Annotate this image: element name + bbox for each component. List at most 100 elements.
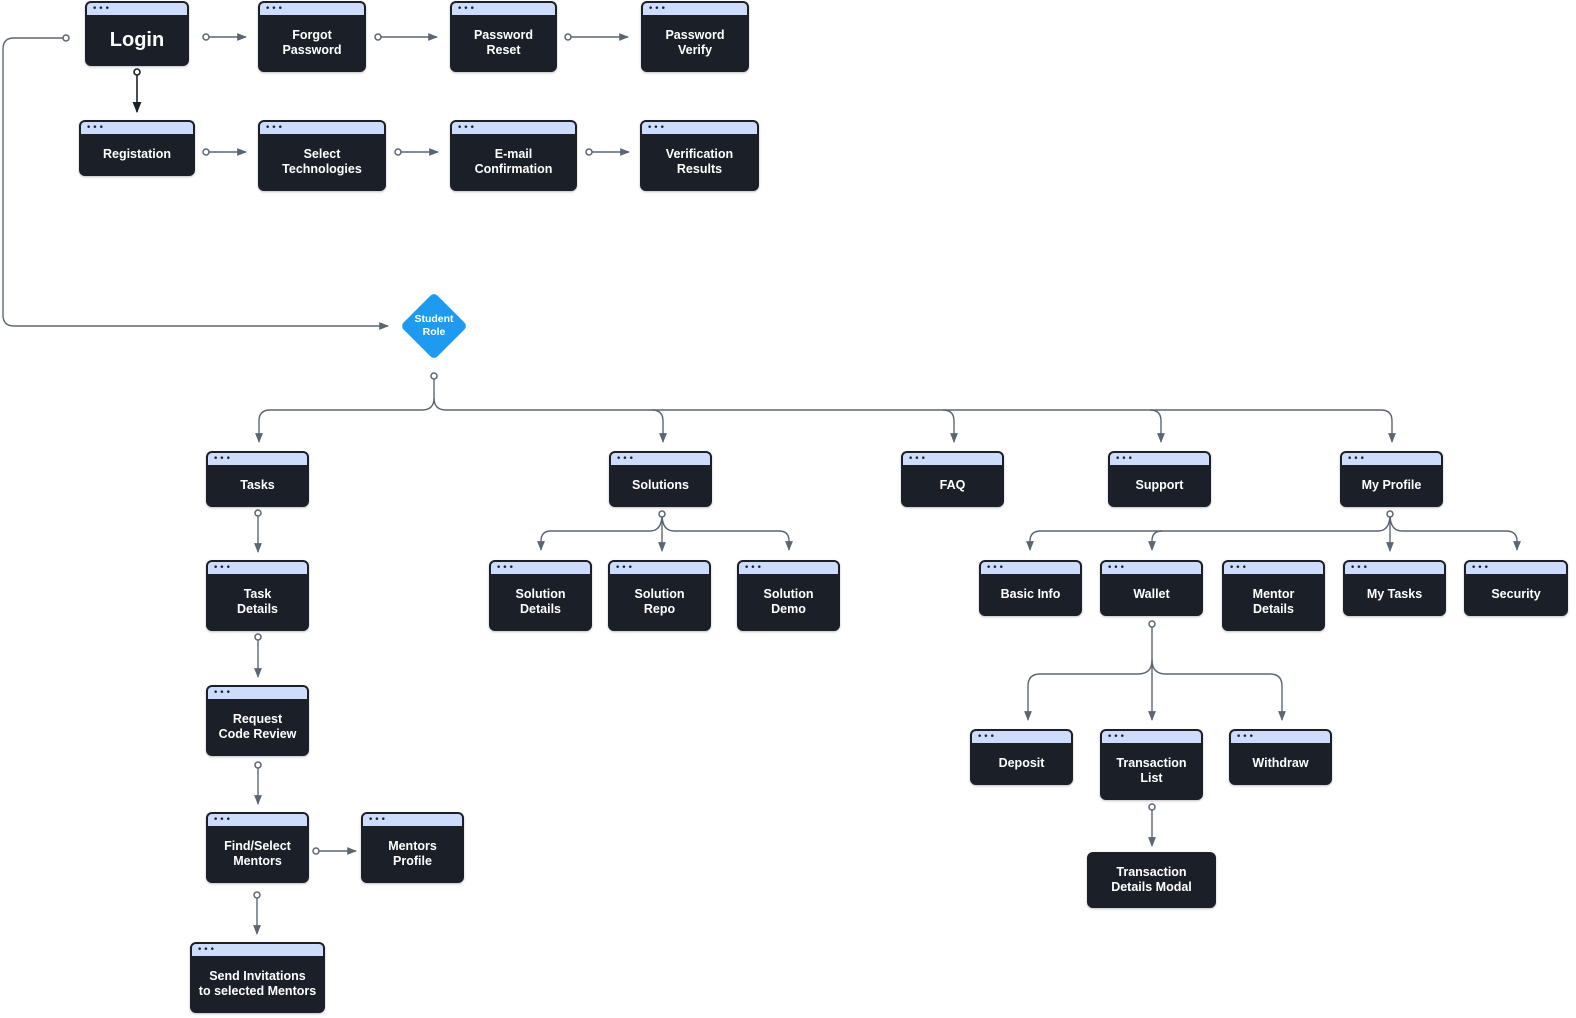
decision-student-role[interactable]: Student Role [394, 286, 474, 366]
screen-support[interactable]: ••• Support [1108, 451, 1211, 507]
screen-label: My Tasks [1366, 587, 1423, 601]
window-dots-icon: ••• [197, 945, 216, 955]
screen-solution-details[interactable]: ••• Solution Details [489, 560, 592, 631]
screen-my-tasks[interactable]: ••• My Tasks [1343, 560, 1446, 616]
connector-port [1148, 620, 1156, 628]
window-bar: ••• [972, 731, 1071, 744]
window-dots-icon: ••• [1471, 563, 1490, 573]
screen-send-invitations[interactable]: ••• Send Invitations to selected Mentors [190, 942, 325, 1013]
screen-email-confirmation[interactable]: ••• E-mail Confirmation [450, 120, 577, 191]
window-dots-icon: ••• [457, 123, 476, 133]
screen-security[interactable]: ••• Security [1464, 560, 1568, 616]
window-dots-icon: ••• [213, 563, 232, 573]
window-dots-icon: ••• [616, 454, 635, 464]
window-bar: ••• [87, 3, 187, 16]
connector-role-to-faq [652, 409, 958, 443]
screen-withdraw[interactable]: ••• Withdraw [1229, 729, 1332, 785]
window-dots-icon: ••• [1115, 454, 1134, 464]
window-dots-icon: ••• [1229, 563, 1248, 573]
screen-forgot-password[interactable]: ••• Forgot Password [258, 1, 366, 72]
screen-label: Password Reset [473, 28, 534, 57]
screen-label: FAQ [939, 478, 966, 492]
screen-find-select-mentors[interactable]: ••• Find/Select Mentors [206, 812, 309, 883]
window-dots-icon: ••• [213, 688, 232, 698]
connector-role-to-support [943, 409, 1165, 443]
screen-label: Solutions [632, 478, 689, 492]
window-dots-icon: ••• [648, 4, 667, 14]
window-bar: ••• [1110, 453, 1209, 466]
window-dots-icon: ••• [977, 732, 996, 742]
screen-basic-info[interactable]: ••• Basic Info [979, 560, 1082, 616]
window-dots-icon: ••• [265, 4, 284, 14]
screen-solution-repo[interactable]: ••• Solution Repo [608, 560, 711, 631]
window-dots-icon: ••• [1236, 732, 1255, 742]
modal-transaction-details[interactable]: Transaction Details Modal [1087, 852, 1216, 908]
window-bar: ••• [260, 3, 364, 16]
screen-label: Find/Select Mentors [224, 839, 291, 868]
window-bar: ••• [452, 122, 575, 135]
window-dots-icon: ••• [496, 563, 515, 573]
connector-port [394, 148, 402, 156]
connector-port [62, 34, 70, 42]
window-dots-icon: ••• [213, 454, 232, 464]
screen-label: Wallet [1133, 587, 1170, 601]
connector-port [312, 847, 320, 855]
screen-password-reset[interactable]: ••• Password Reset [450, 1, 557, 72]
window-bar: ••• [208, 814, 307, 827]
window-bar: ••• [363, 814, 462, 827]
window-bar: ••• [610, 562, 709, 575]
screen-label: Mentors Profile [388, 839, 437, 868]
screen-password-verify[interactable]: ••• Password Verify [641, 1, 749, 72]
screen-task-details[interactable]: ••• Task Details [206, 560, 309, 631]
screen-registration[interactable]: ••• Registation [79, 120, 195, 176]
window-bar: ••• [260, 122, 384, 135]
decision-diamond-icon [402, 294, 466, 358]
window-dots-icon: ••• [86, 123, 105, 133]
window-dots-icon: ••• [457, 4, 476, 14]
screen-solution-demo[interactable]: ••• Solution Demo [737, 560, 840, 631]
screen-login[interactable]: ••• Login [85, 1, 189, 66]
screen-faq[interactable]: ••• FAQ [901, 451, 1004, 507]
window-dots-icon: ••• [615, 563, 634, 573]
window-bar: ••• [192, 944, 323, 957]
screen-label: Task Details [237, 587, 278, 616]
window-dots-icon: ••• [368, 815, 387, 825]
screen-request-code-review[interactable]: ••• Request Code Review [206, 685, 309, 756]
screen-label: Login [109, 29, 165, 51]
window-dots-icon: ••• [1350, 563, 1369, 573]
connector-login-to-student-role [2, 37, 389, 330]
screen-label: Verification Results [665, 147, 734, 176]
screen-wallet[interactable]: ••• Wallet [1100, 560, 1203, 616]
window-dots-icon: ••• [744, 563, 763, 573]
screen-label: Mentor Details [1252, 587, 1295, 616]
window-bar: ••• [452, 3, 555, 16]
screen-label: Request Code Review [218, 712, 297, 741]
screen-label: Withdraw [1252, 756, 1309, 770]
connector-port [254, 761, 262, 769]
connector-port [1148, 803, 1156, 811]
window-dots-icon: ••• [1347, 454, 1366, 464]
window-dots-icon: ••• [92, 4, 111, 14]
screen-tasks[interactable]: ••• Tasks [206, 451, 309, 507]
screen-mentor-details[interactable]: ••• Mentor Details [1222, 560, 1325, 631]
screen-transaction-list[interactable]: ••• Transaction List [1100, 729, 1203, 800]
screen-label: Solution Details [515, 587, 566, 616]
screen-select-technologies[interactable]: ••• Select Technologies [258, 120, 386, 191]
screen-my-profile[interactable]: ••• My Profile [1340, 451, 1443, 507]
screen-verification-results[interactable]: ••• Verification Results [640, 120, 759, 191]
screen-deposit[interactable]: ••• Deposit [970, 729, 1073, 785]
screen-label: Solution Repo [634, 587, 685, 616]
screen-label: Select Technologies [282, 147, 362, 176]
screen-label: Support [1135, 478, 1184, 492]
screen-label: My Profile [1361, 478, 1422, 492]
window-bar: ••• [1345, 562, 1444, 575]
connector-port [374, 33, 382, 41]
window-bar: ••• [981, 562, 1080, 575]
connector-role-to-solutions [433, 397, 667, 443]
screen-label: E-mail Confirmation [474, 147, 553, 176]
screen-label: Transaction List [1116, 756, 1187, 785]
window-bar: ••• [491, 562, 590, 575]
screen-mentors-profile[interactable]: ••• Mentors Profile [361, 812, 464, 883]
screen-solutions[interactable]: ••• Solutions [609, 451, 712, 507]
window-dots-icon: ••• [265, 123, 284, 133]
